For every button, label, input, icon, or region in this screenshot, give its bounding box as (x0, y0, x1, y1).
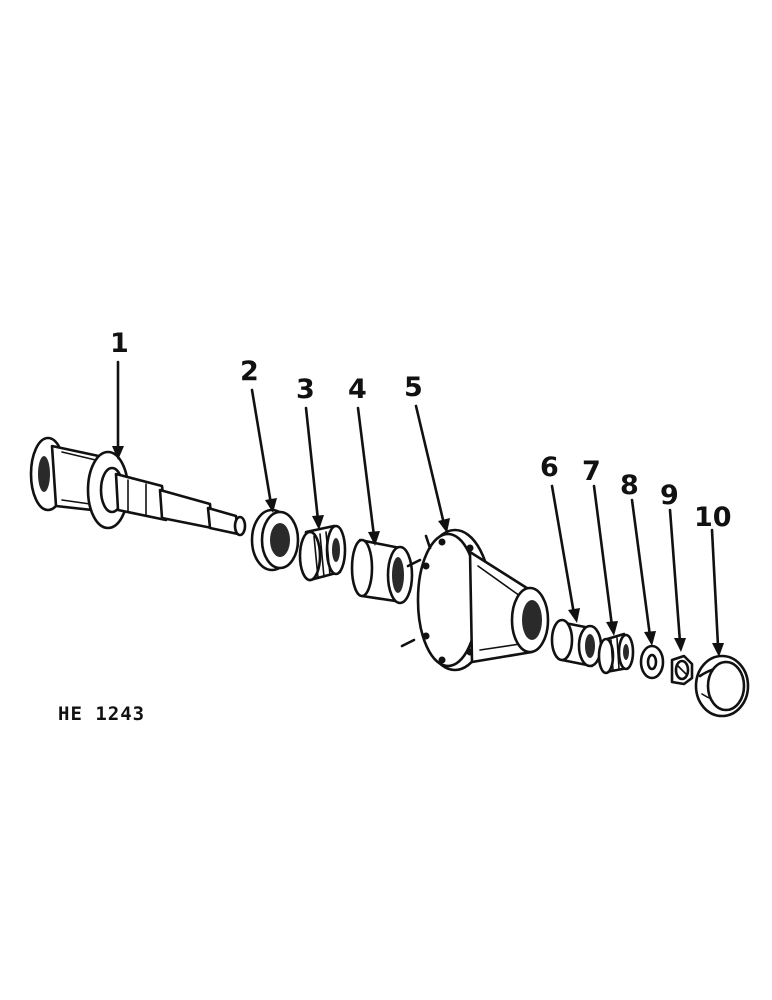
part-4-bearing-cup (350, 538, 414, 605)
callout-6: 6 (540, 452, 559, 483)
part-5-hub (400, 528, 550, 672)
callout-labels: 1 2 3 4 5 6 7 8 9 10 (110, 328, 732, 533)
part-8-washer (639, 644, 665, 680)
callout-4: 4 (348, 374, 367, 405)
callout-9: 9 (660, 480, 679, 511)
part-1-spindle (29, 436, 247, 537)
callout-1: 1 (110, 328, 129, 359)
part-10-dust-cap (694, 654, 750, 718)
part-3-bearing-cone (298, 524, 347, 582)
part-6-bearing-cup (550, 618, 603, 668)
part-2-seal (250, 508, 300, 572)
callout-2: 2 (240, 356, 259, 387)
callout-3: 3 (296, 374, 315, 405)
part-7-bearing-cone (597, 632, 635, 675)
callout-5: 5 (404, 372, 423, 403)
figure-id: HE 1243 (58, 703, 145, 725)
callout-7: 7 (582, 456, 601, 487)
callout-8: 8 (620, 470, 639, 501)
callout-10: 10 (694, 502, 732, 533)
leader-lines (112, 360, 724, 657)
part-9-nut (670, 654, 694, 686)
